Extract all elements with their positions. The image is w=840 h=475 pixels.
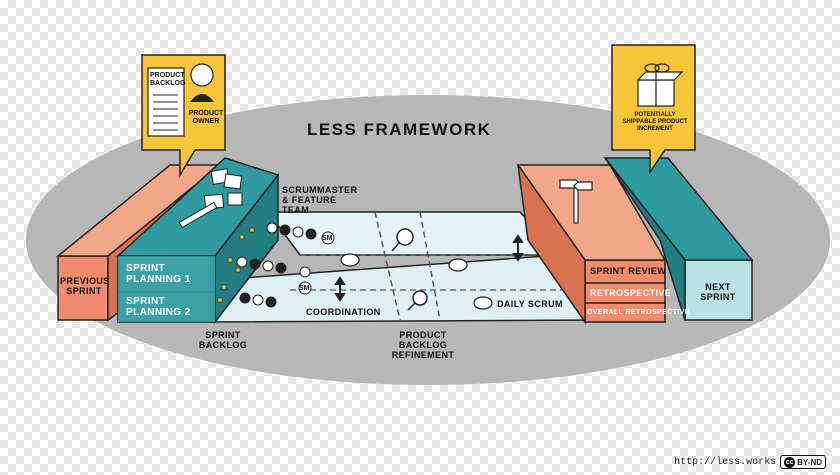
shippable-increment-sign — [611, 44, 696, 175]
team-people — [236, 222, 335, 308]
cc-icon: cc — [784, 456, 796, 468]
previous-sprint-label: PREVIOUS SPRINT — [60, 276, 110, 296]
next-sprint-label: NEXT SPRINT — [700, 282, 736, 302]
gift-icon — [636, 63, 684, 107]
product-owner-text: PRODUCT OWNER — [188, 110, 224, 125]
coordination-label: COORDINATION — [306, 307, 381, 317]
person-icon — [190, 63, 214, 87]
license-text: BY-ND — [797, 457, 822, 467]
signpost-icon — [559, 179, 593, 224]
footer: http://less.works cc BY-ND — [674, 455, 826, 469]
magnifier-icon — [407, 290, 428, 311]
shippable-increment-text: POTENTIALLY SHIPPABLE PRODUCT INCREMENT — [622, 112, 688, 132]
sprint-planning-1-label: SPRINT PLANNING 1 — [126, 263, 191, 285]
product-backlog-text: PRODUCT BACKLOG — [150, 72, 186, 87]
double-arrow-icon — [334, 234, 524, 302]
product-backlog-sign — [141, 54, 226, 178]
sprint-review-label: SPRINT REVIEW — [590, 266, 667, 276]
sticky-notes — [203, 168, 243, 210]
overall-retrospective-label: OVERALL RETROSPECTIVE — [587, 309, 690, 316]
footer-url[interactable]: http://less.works — [674, 456, 777, 468]
retrospective-label: RETROSPECTIVE — [590, 288, 672, 298]
sprint-planning-2-label: SPRINT PLANNING 2 — [126, 296, 191, 318]
sm-badge: SM — [322, 235, 333, 242]
magnifier-icon — [391, 228, 414, 252]
sprint-backlog-label: SPRINT BACKLOG — [198, 330, 248, 350]
daily-scrum-label: DAILY SCRUM — [497, 299, 563, 309]
license-badge: cc BY-ND — [780, 455, 826, 469]
scrummaster-team-label: SCRUMMASTER & FEATURE TEAM — [282, 185, 358, 215]
page-title: LeSS FRAMEWORK — [307, 120, 492, 139]
speech-bubble-icon — [340, 253, 493, 310]
product-backlog-refinement-label: PRODUCT BACKLOG REFINEMENT — [391, 330, 455, 360]
sm-badge: SM — [299, 285, 310, 292]
